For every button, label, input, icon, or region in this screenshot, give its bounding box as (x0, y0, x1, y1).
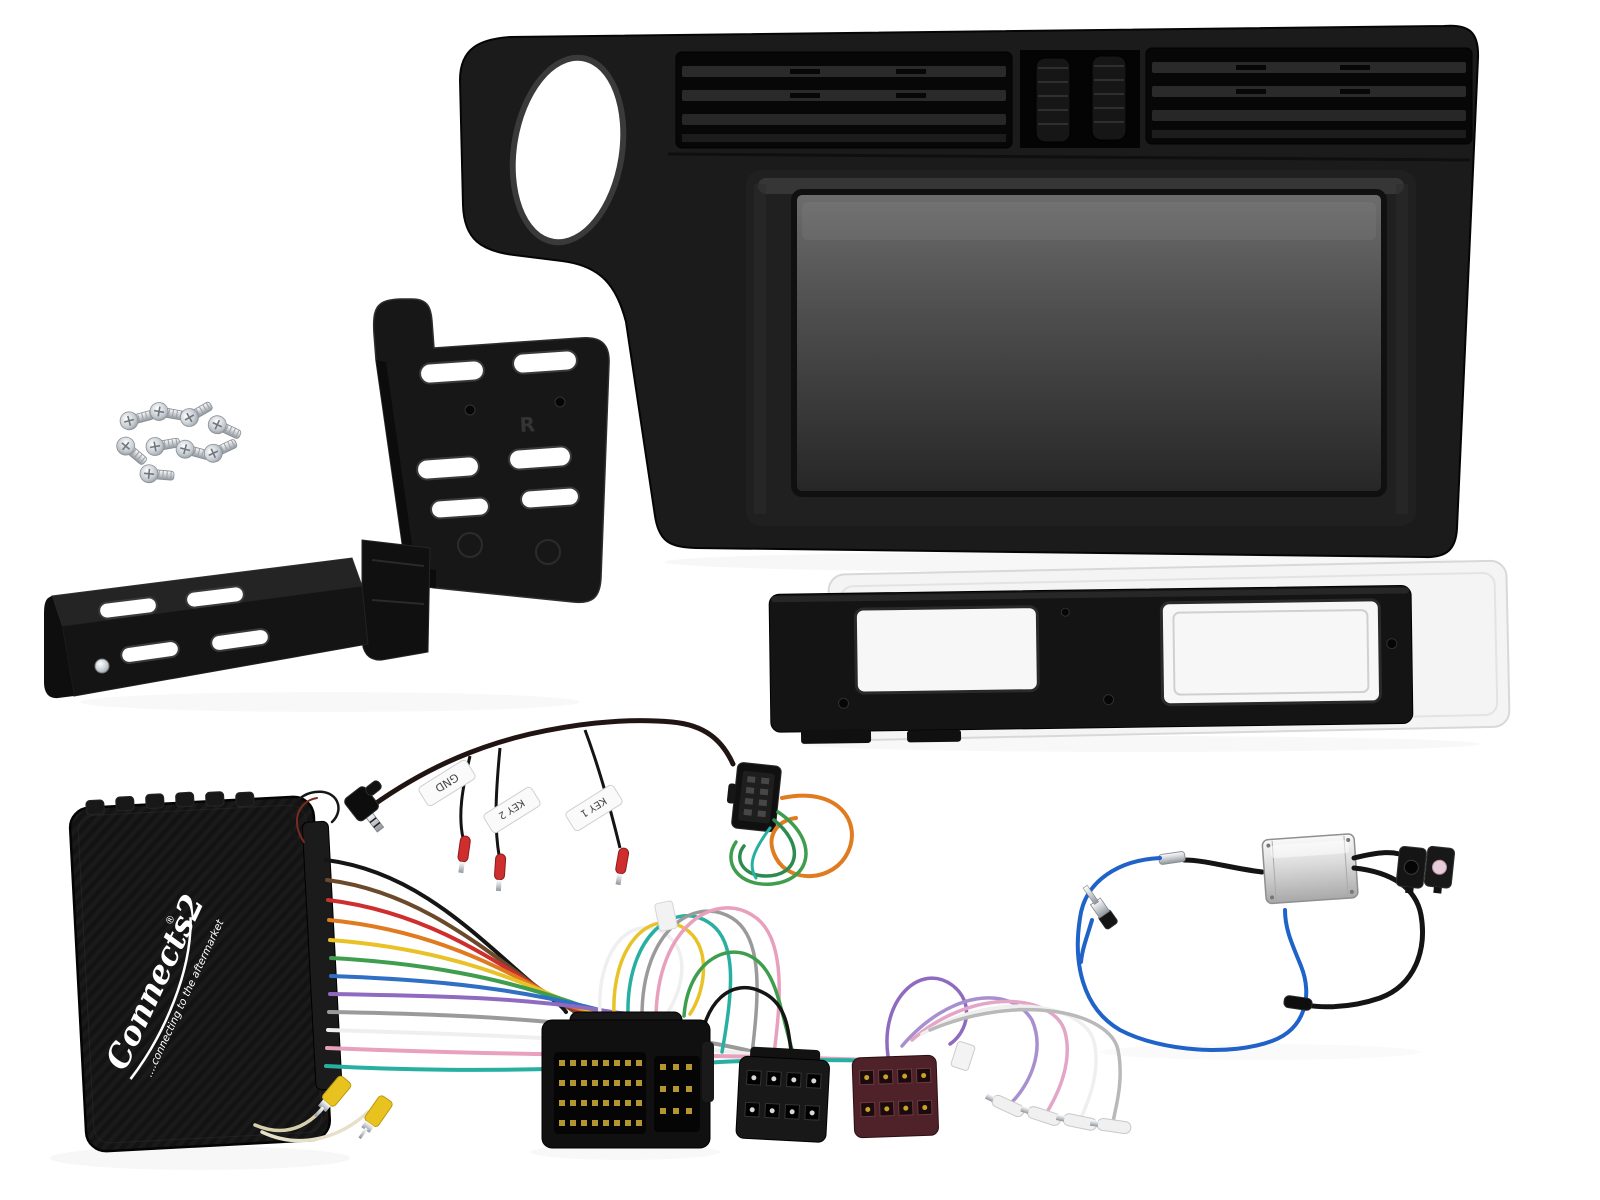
antenna-blue-tail (1079, 918, 1094, 964)
patch-lead: GND KEY 2 KEY 1 (344, 718, 854, 892)
wire-label-key2: KEY 2 (483, 786, 541, 834)
bracket-left-end-fold (44, 596, 74, 699)
iso-black-pins (744, 1069, 822, 1121)
registered-mark: ® (164, 913, 178, 927)
cable-wrap (654, 900, 678, 932)
screw (147, 400, 187, 426)
mounting-bracket-right: R (361, 298, 610, 661)
screen-opening (746, 170, 1416, 526)
bracket-rivet (94, 658, 110, 674)
screw (138, 463, 176, 486)
mounting-bracket-left (44, 557, 369, 699)
wire-label-gnd: GND (418, 759, 476, 807)
rca-plug-yellow (358, 1095, 393, 1140)
patch-main-cable (369, 718, 736, 809)
trim-cutout-left (853, 605, 1040, 695)
logo-swoosh (129, 917, 192, 1080)
vent-slats-left (682, 66, 1006, 142)
trim-hole (1103, 694, 1115, 706)
screw (143, 432, 183, 458)
trim-hole (838, 697, 850, 709)
bracket-side-marking: R (519, 412, 536, 437)
green-loop-wire (729, 810, 808, 886)
inline-crimp (1158, 851, 1186, 865)
teal-stub-wire (750, 826, 772, 880)
thumbwheel-ridges (1038, 65, 1124, 125)
screw (112, 432, 152, 470)
quadlock-pins (559, 1060, 692, 1126)
quadlock-connector (541, 1011, 714, 1149)
antenna-amp-box (1261, 833, 1359, 905)
fakra-double-plug (1395, 845, 1456, 894)
jack-3_5mm (344, 780, 385, 833)
trim-cutout-right (1159, 598, 1383, 707)
mini-connector-white (950, 1041, 976, 1071)
fascia-seam (667, 152, 1471, 162)
bracket-emboss (457, 532, 483, 558)
din-cage-trim (768, 559, 1511, 744)
screw (204, 411, 245, 445)
interface-box: Connects2 ® ....connecting to the afterm… (68, 791, 343, 1153)
green-loop-wire-2 (738, 818, 797, 878)
antenna-adapter (1075, 833, 1456, 1052)
bullet-terminal (457, 835, 471, 874)
orange-loop-wire (769, 793, 854, 879)
screw-set (112, 396, 245, 486)
trim-tab (800, 728, 872, 744)
antenna-blue-coax (1075, 856, 1309, 1052)
patch-branch-key2 (494, 747, 502, 856)
screw (200, 433, 241, 467)
trim-front-panel (768, 585, 1414, 744)
fascia-wing-hole (509, 54, 627, 246)
multipin-plug (726, 762, 782, 833)
air-vent-left (675, 51, 1013, 149)
bracket-emboss (535, 539, 561, 565)
vent-slats-right (1152, 62, 1466, 138)
trim-tab (907, 729, 962, 743)
bracket-right-slots (416, 349, 580, 520)
bracket-left-slots (98, 585, 270, 664)
inline-joint (1283, 995, 1313, 1011)
harness-loops (597, 906, 969, 1058)
rca-leads (253, 1075, 393, 1143)
iso-maroon-pins (858, 1067, 933, 1118)
main-harness (324, 858, 1132, 1149)
pale-wires (900, 996, 1122, 1124)
fascia-panel (458, 24, 1480, 559)
white-bullet-terminals (984, 1093, 1132, 1135)
bracket-hole (554, 396, 566, 408)
air-vent-right (1145, 47, 1473, 145)
bracket-hole (464, 404, 476, 416)
rca-plug-yellow (314, 1075, 352, 1118)
trim-hole (1386, 638, 1398, 650)
vent-thumbwheels (1020, 50, 1140, 148)
iso-connector-maroon (851, 1054, 939, 1139)
box-pigtail (289, 790, 340, 847)
interface-box-ridges (85, 791, 255, 816)
bullet-terminal (615, 847, 630, 886)
bullet-terminal (494, 853, 507, 892)
iso-connector-black (735, 1046, 830, 1143)
antenna-cable-left (1181, 857, 1265, 875)
din-antenna-plug (1082, 884, 1118, 930)
bracket-right-flange (376, 360, 436, 588)
trim-hole (1060, 607, 1070, 617)
